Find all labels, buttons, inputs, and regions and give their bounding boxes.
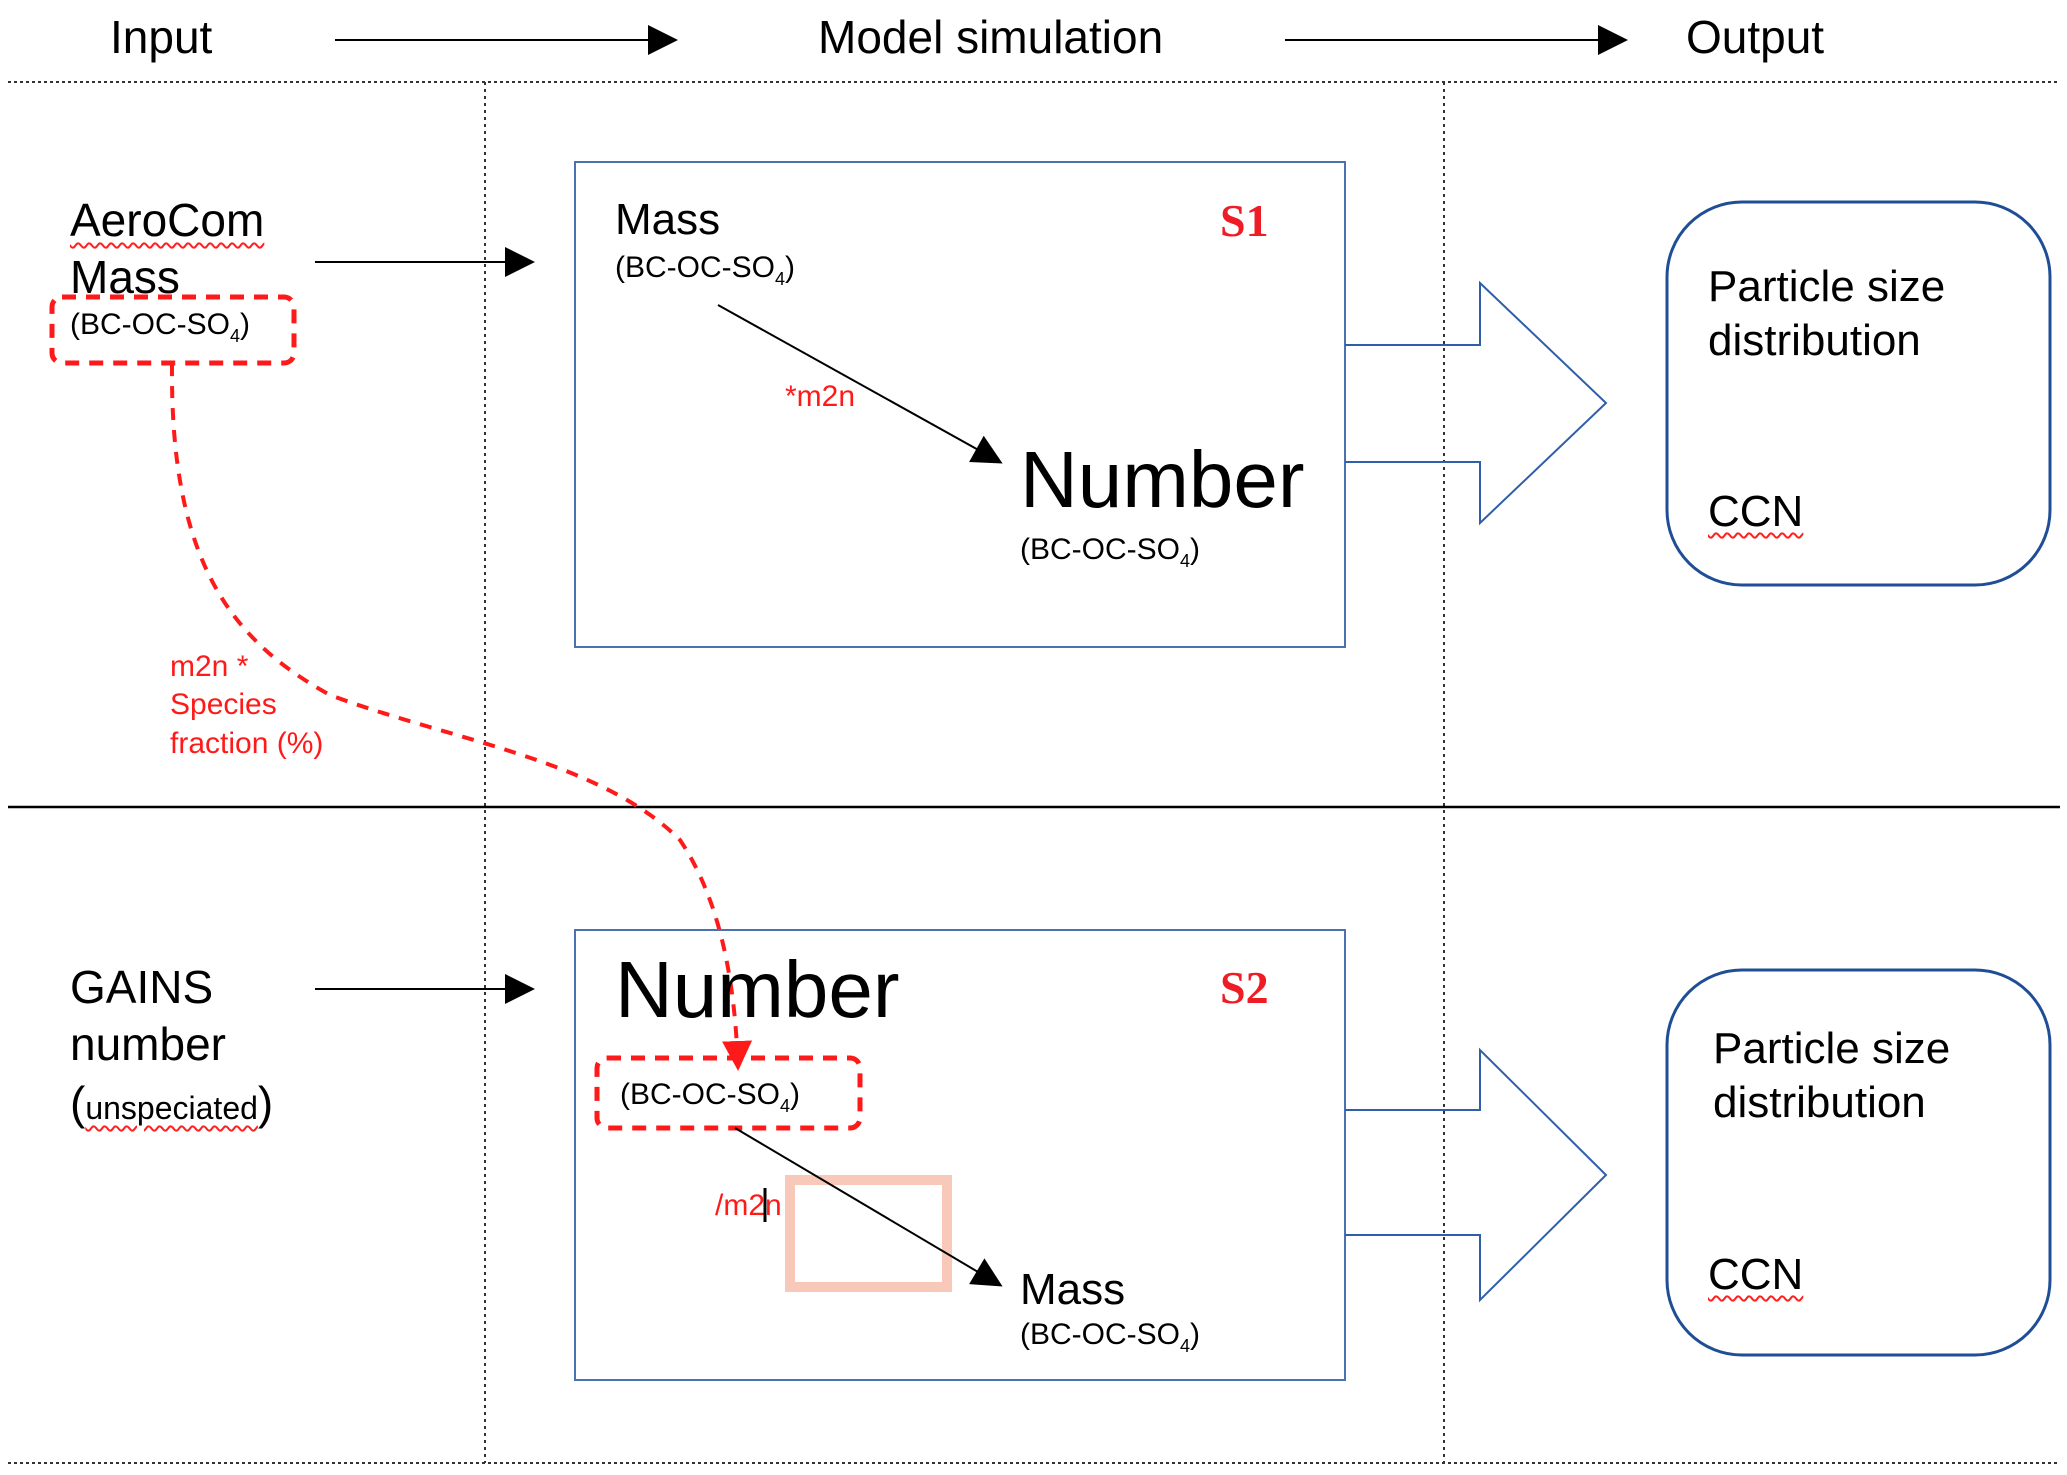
s1-to-species: (BC-OC-SO4) <box>1020 533 1201 571</box>
s2-conversion-arrow <box>734 1127 1003 1287</box>
s2-output-title: Particle size distribution <box>1713 1024 1951 1128</box>
s1-input-type: Mass <box>70 251 180 303</box>
cross-link-label: m2n * Species fraction (%) <box>170 650 324 760</box>
s2-output-block-arrow <box>1345 1047 1608 1303</box>
s1-input-species: (BC-OC-SO4) <box>70 308 251 346</box>
s2-from-label: Number <box>615 945 900 1034</box>
header-model-simulation: Model simulation <box>818 11 1164 63</box>
s1-input-source: AeroCom <box>70 193 264 248</box>
s1-output-box <box>1665 200 2052 587</box>
s2-conversion-label[interactable]: /m2n <box>715 1189 782 1222</box>
header-output: Output <box>1686 11 1825 63</box>
s2-to-species: (BC-OC-SO4) <box>1020 1318 1201 1356</box>
s1-output-ccn: CCN <box>1708 487 1804 536</box>
s2-conversion-edit-frame <box>785 1175 952 1292</box>
s2-model-box <box>574 929 1346 1381</box>
s2-input-type: number <box>70 1018 226 1070</box>
s1-to-label: Number <box>1020 435 1305 524</box>
s2-output-box <box>1665 968 2052 1357</box>
s2-badge: S2 <box>1220 962 1269 1013</box>
s1-output-title: Particle size distribution <box>1708 262 1946 366</box>
s1-conversion-arrow <box>717 304 1003 464</box>
s1-from-label: Mass <box>615 195 721 244</box>
s1-input-source-text: AeroCom <box>70 194 265 246</box>
s2-to-label: Mass <box>1020 1265 1126 1314</box>
cross-scenario-link <box>169 363 753 1071</box>
s1-output-block-arrow <box>1345 280 1608 526</box>
header-input: Input <box>110 11 213 63</box>
s1-input-species-highlight <box>49 294 297 366</box>
s2-species-highlight <box>594 1055 863 1131</box>
s2-input-source: GAINS <box>70 961 214 1013</box>
s1-badge: S1 <box>1220 195 1269 246</box>
s1-conversion-label: *m2n <box>785 380 856 413</box>
s1-from-species: (BC-OC-SO4) <box>615 251 796 289</box>
s1-model-box <box>574 161 1346 648</box>
s2-input-note: (unspeciated) <box>70 1077 274 1129</box>
s2-output-ccn: CCN <box>1708 1250 1804 1299</box>
s2-from-species: (BC-OC-SO4) <box>620 1078 801 1116</box>
